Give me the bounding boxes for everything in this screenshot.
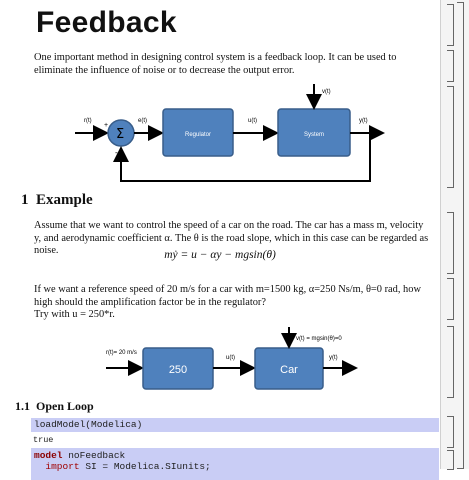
cell-bracket[interactable] xyxy=(447,50,454,82)
feedback-path xyxy=(113,133,371,182)
section-number: 1 xyxy=(21,192,29,208)
question-line: If we want a reference speed of 20 m/s f… xyxy=(34,284,421,308)
code-result: true xyxy=(33,435,54,445)
notebook-page: Feedback One important method in designi… xyxy=(15,6,439,480)
cell-bracket-outer[interactable] xyxy=(457,2,464,469)
code-cell-load-model[interactable]: loadModel(Modelica) xyxy=(31,418,439,432)
cell-bracket[interactable] xyxy=(447,212,454,274)
cell-bracket[interactable] xyxy=(447,450,454,470)
code-line: model noFeedback xyxy=(34,450,439,461)
control-label-2: u(t) xyxy=(226,355,235,361)
subsection-title: Open Loop xyxy=(36,399,94,413)
subsection-heading-open-loop: 1.1 Open Loop xyxy=(15,399,94,414)
cell-bracket[interactable] xyxy=(447,416,454,448)
intro-paragraph: One important method in designing contro… xyxy=(34,52,397,76)
plus-sign: + xyxy=(104,122,108,129)
minus-sign: - xyxy=(115,148,118,157)
car-label: Car xyxy=(280,364,298,376)
cell-bracket[interactable] xyxy=(447,326,454,398)
error-label: e(t) xyxy=(138,118,147,124)
page-title: Feedback xyxy=(36,6,177,39)
code-keyword: model xyxy=(34,450,63,461)
regulator-label: Regulator xyxy=(185,132,211,138)
cell-bracket[interactable] xyxy=(447,4,454,46)
code-keyword: import xyxy=(45,461,80,472)
output-label: y(t) xyxy=(359,118,368,124)
sum-label: Σ xyxy=(116,127,124,142)
noise-label-2: v(t) = mgsin(θ)=0 xyxy=(296,336,342,342)
system-label: System xyxy=(304,132,324,138)
code-line: import SI = Modelica.SIunits; xyxy=(34,461,439,472)
control-label: u(t) xyxy=(248,118,257,124)
cell-bracket[interactable] xyxy=(447,278,454,320)
question-paragraph: If we want a reference speed of 20 m/s f… xyxy=(34,284,429,322)
section-heading-example: 1 Example xyxy=(21,192,93,209)
noise-label: v(t) xyxy=(322,89,331,95)
example-paragraph: Assume that we want to control the speed… xyxy=(34,220,429,256)
equation: mẏ = u − αy − mgsin(θ) xyxy=(164,249,276,261)
section-title: Example xyxy=(36,192,93,208)
cell-bracket-strip[interactable] xyxy=(440,0,469,470)
output-label-2: y(t) xyxy=(329,355,338,361)
gain-label: 250 xyxy=(169,364,187,376)
code-cell-model[interactable]: model noFeedback import SI = Modelica.SI… xyxy=(31,448,439,480)
code-text: SI = Modelica.SIunits; xyxy=(79,461,211,472)
feedback-diagram: r(t) Σ + - e(t) Regulator u(t) System v(… xyxy=(75,84,385,182)
input-label-2: r(t)= 20 m/s xyxy=(106,350,137,356)
subsection-number: 1.1 xyxy=(15,399,30,413)
cell-bracket[interactable] xyxy=(447,86,454,188)
code-text: noFeedback xyxy=(62,450,126,461)
open-loop-diagram: r(t)= 20 m/s 250 u(t) Car v(t) = mgsin(θ… xyxy=(106,327,358,390)
input-label: r(t) xyxy=(84,118,92,124)
try-line: Try with u = 250*r. xyxy=(34,309,115,320)
